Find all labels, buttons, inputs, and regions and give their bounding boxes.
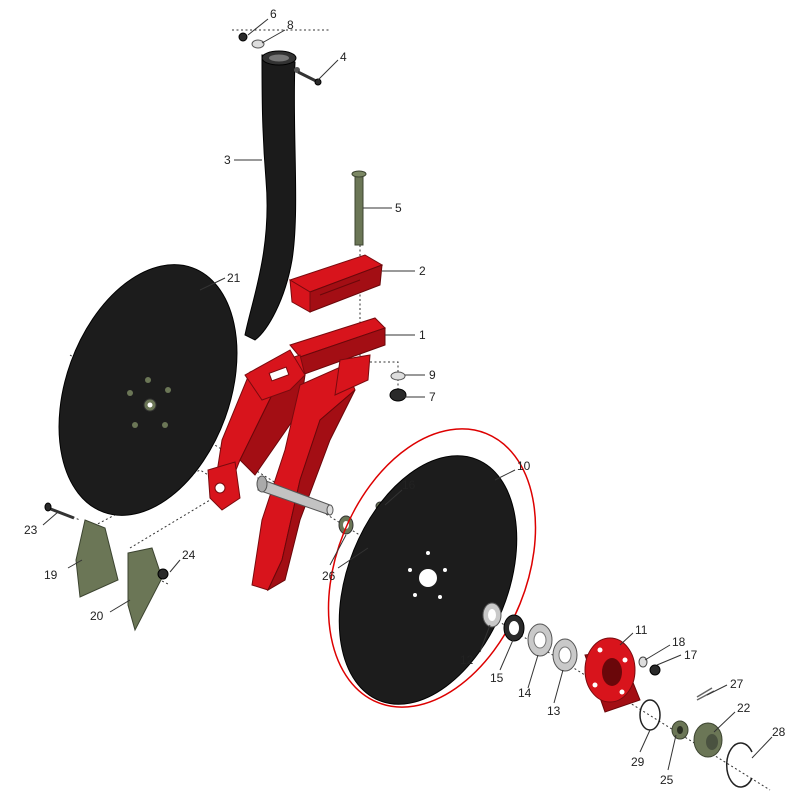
part-19-scraper xyxy=(75,519,119,598)
part-17-nut xyxy=(649,664,661,676)
callout-12: 12 xyxy=(460,653,474,667)
part-25-castle-nut xyxy=(671,720,689,740)
callout-9: 9 xyxy=(429,368,436,382)
callout-7: 7 xyxy=(429,390,436,404)
callout-6: 6 xyxy=(270,7,277,21)
part-24-nut xyxy=(157,568,169,580)
callout-18: 18 xyxy=(672,635,686,649)
callout-23: 23 xyxy=(24,523,38,537)
part-10-right-disc xyxy=(327,428,537,708)
callout-28: 28 xyxy=(772,725,786,739)
part-27-cotter-pin xyxy=(696,687,715,701)
part-13-bearing xyxy=(552,638,578,672)
part-12-bearing-cap xyxy=(482,602,502,628)
part-20-scraper xyxy=(127,547,163,632)
callout-22: 22 xyxy=(737,701,751,715)
part-23-bolt xyxy=(44,502,75,520)
hub-axle xyxy=(256,475,334,516)
part-2-clamp xyxy=(288,254,384,313)
callout-5: 5 xyxy=(395,201,402,215)
callout-8: 8 xyxy=(287,18,294,32)
part-5-bolt xyxy=(351,170,367,246)
callout-15: 15 xyxy=(490,671,504,685)
callout-2: 2 xyxy=(419,264,426,278)
callout-11: 11 xyxy=(635,623,648,637)
part-29-o-ring xyxy=(639,699,661,731)
part-18-washer xyxy=(638,656,648,668)
callout-1: 1 xyxy=(419,328,426,342)
callout-19: 19 xyxy=(44,568,58,582)
callout-10: 10 xyxy=(517,459,531,473)
part-1-main-frame xyxy=(207,317,386,592)
part-11-hub xyxy=(584,637,641,713)
callout-20: 20 xyxy=(90,609,104,623)
callout-27: 27 xyxy=(730,677,744,691)
part-15-seal xyxy=(503,614,525,642)
leader-lines xyxy=(42,18,773,771)
part-21-left-disc xyxy=(58,264,238,516)
callout-13: 13 xyxy=(547,704,561,718)
callout-3: 3 xyxy=(224,153,231,167)
callout-26: 26 xyxy=(322,569,336,583)
part-14-bearing xyxy=(527,623,553,657)
callout-14: 14 xyxy=(518,686,532,700)
part-9-washer xyxy=(390,371,406,381)
callout-29: 29 xyxy=(631,755,645,769)
callout-25: 25 xyxy=(660,773,674,787)
part-28-snap-ring xyxy=(726,742,753,788)
callout-24: 24 xyxy=(182,548,196,562)
callout-16: 16 xyxy=(402,478,416,492)
part-4-bolt xyxy=(297,70,322,86)
callout-21: 21 xyxy=(227,271,241,285)
callout-17: 17 xyxy=(684,648,698,662)
callout-4: 4 xyxy=(340,50,347,64)
part-8-washer xyxy=(251,39,265,49)
part-6-nut xyxy=(238,32,248,42)
callout-labels: 6 8 4 3 5 2 1 9 7 10 11 12 13 14 15 16 1… xyxy=(24,7,786,787)
part-3-seed-tube xyxy=(244,50,300,341)
part-7-nut xyxy=(389,388,407,402)
